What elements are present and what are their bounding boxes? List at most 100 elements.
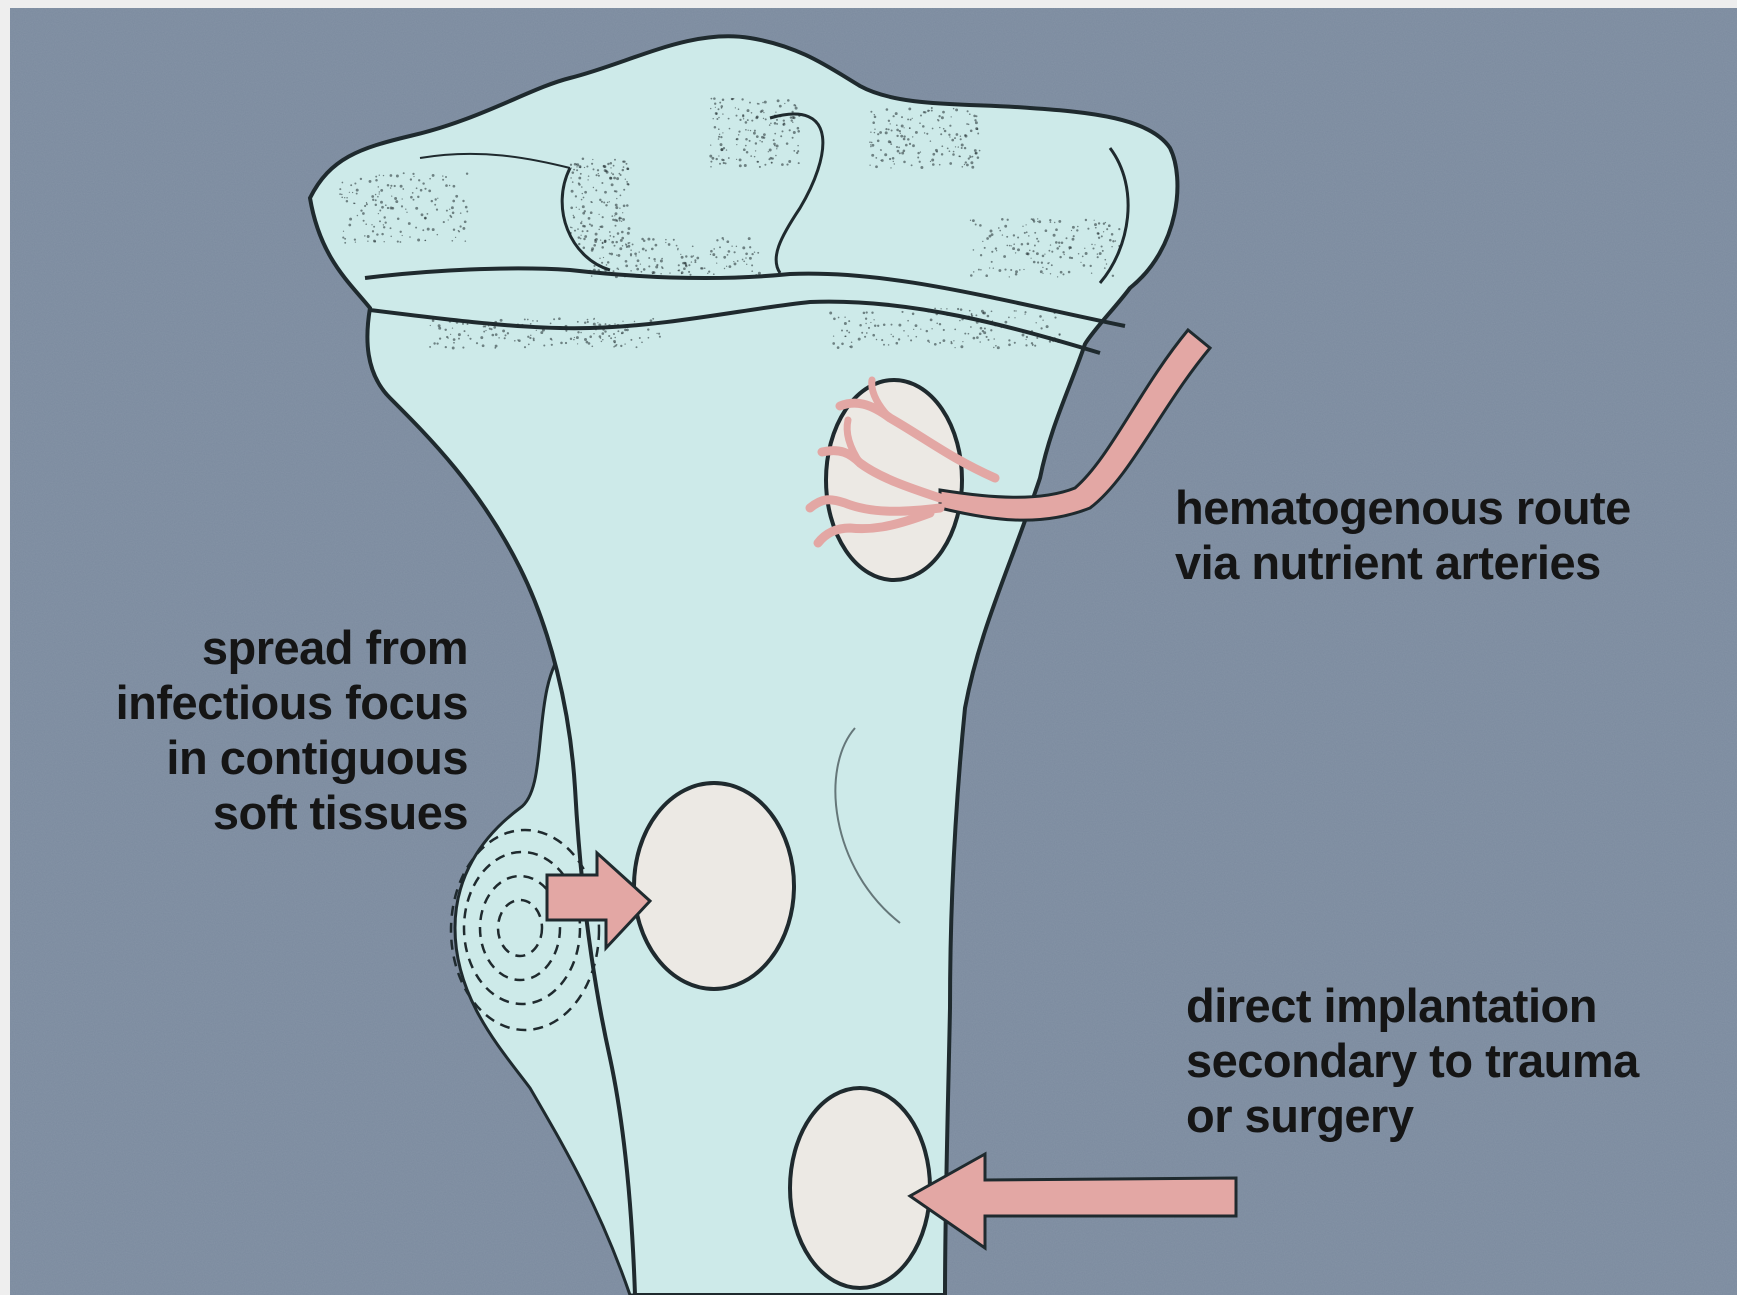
stipple-dot	[713, 248, 715, 250]
stipple-dot	[605, 323, 607, 325]
stipple-dot	[983, 331, 986, 334]
stipple-dot	[874, 116, 877, 119]
stipple-dot	[716, 118, 718, 120]
stipple-dot	[926, 330, 928, 332]
stipple-dot	[975, 152, 978, 155]
stipple-dot	[614, 337, 616, 339]
stipple-dot	[575, 195, 577, 197]
stipple-dot	[378, 186, 380, 188]
stipple-dot	[584, 338, 587, 341]
stipple-dot	[754, 156, 756, 158]
stipple-dot	[726, 240, 729, 243]
stipple-dot	[1046, 268, 1048, 270]
stipple-dot	[896, 135, 898, 137]
stipple-dot	[1055, 241, 1058, 244]
stipple-dot	[1109, 239, 1112, 242]
stipple-dot	[524, 346, 526, 348]
stipple-dot	[387, 184, 390, 187]
stipple-dot	[628, 242, 630, 244]
stipple-dot	[729, 128, 731, 130]
stipple-dot	[1060, 271, 1063, 274]
stipple-dot	[465, 206, 468, 209]
stipple-dot	[759, 166, 761, 168]
stipple-dot	[734, 251, 736, 253]
stipple-dot	[1024, 232, 1026, 234]
stipple-dot	[603, 165, 605, 167]
stipple-dot	[452, 212, 455, 215]
stipple-dot	[609, 235, 611, 237]
stipple-dot	[409, 236, 411, 238]
stipple-dot	[424, 240, 425, 241]
stipple-dot	[718, 138, 720, 140]
stipple-dot	[1082, 256, 1084, 258]
stipple-dot	[601, 201, 603, 203]
stipple-dot	[943, 329, 945, 331]
stipple-dot	[1103, 223, 1105, 225]
label-line: via nutrient arteries	[1175, 535, 1631, 590]
stipple-dot	[543, 344, 545, 346]
stipple-dot	[719, 134, 720, 135]
stipple-dot	[990, 230, 993, 233]
stipple-dot	[485, 330, 486, 331]
stipple-dot	[719, 246, 721, 248]
stipple-dot	[1009, 245, 1011, 247]
stipple-dot	[777, 99, 780, 102]
stipple-dot	[1042, 273, 1043, 274]
stipple-dot	[462, 347, 464, 349]
stipple-dot	[1083, 264, 1086, 267]
stipple-dot	[876, 339, 878, 341]
stipple-dot	[624, 276, 625, 277]
stipple-dot	[897, 150, 900, 153]
stipple-dot	[716, 113, 718, 115]
stipple-dot	[1097, 253, 1098, 254]
label-line: hematogenous route	[1175, 480, 1631, 535]
stipple-dot	[403, 172, 405, 174]
stipple-dot	[1045, 229, 1048, 232]
stipple-dot	[446, 210, 448, 212]
stipple-dot	[540, 331, 543, 334]
stipple-dot	[668, 243, 671, 246]
stipple-dot	[1027, 243, 1030, 246]
stipple-dot	[931, 159, 934, 162]
stipple-dot	[433, 342, 435, 344]
stipple-dot	[934, 308, 936, 310]
stipple-dot	[901, 311, 903, 313]
stipple-dot	[342, 182, 344, 184]
stipple-dot	[617, 232, 620, 235]
stipple-dot	[1028, 235, 1030, 237]
stipple-dot	[421, 213, 424, 216]
stipple-dot	[613, 333, 615, 335]
stipple-dot	[596, 174, 598, 176]
stipple-dot	[991, 251, 993, 253]
stipple-dot	[907, 335, 908, 336]
stipple-dot	[550, 323, 552, 325]
stipple-dot	[696, 257, 699, 260]
stipple-dot	[961, 144, 964, 147]
stipple-dot	[607, 261, 610, 264]
stipple-dot	[723, 162, 725, 164]
stipple-dot	[721, 148, 724, 151]
stipple-dot	[648, 265, 650, 267]
stipple-dot	[937, 119, 938, 120]
stipple-dot	[978, 269, 980, 271]
stipple-dot	[613, 346, 615, 348]
stipple-dot	[982, 241, 983, 242]
stipple-dot	[611, 172, 612, 173]
stipple-dot	[530, 323, 532, 325]
stipple-dot	[712, 253, 715, 256]
stipple-dot	[970, 326, 972, 328]
stipple-dot	[678, 264, 680, 266]
stipple-dot	[634, 321, 635, 322]
stipple-dot	[714, 126, 717, 129]
stipple-dot	[932, 153, 935, 156]
stipple-dot	[658, 333, 660, 335]
stipple-dot	[888, 120, 890, 122]
stipple-dot	[565, 342, 567, 344]
stipple-dot	[946, 314, 948, 316]
stipple-dot	[455, 195, 458, 198]
stipple-dot	[751, 120, 753, 122]
stipple-dot	[665, 239, 667, 241]
stipple-dot	[829, 312, 832, 315]
stipple-dot	[350, 184, 352, 186]
stipple-dot	[1058, 333, 1060, 335]
